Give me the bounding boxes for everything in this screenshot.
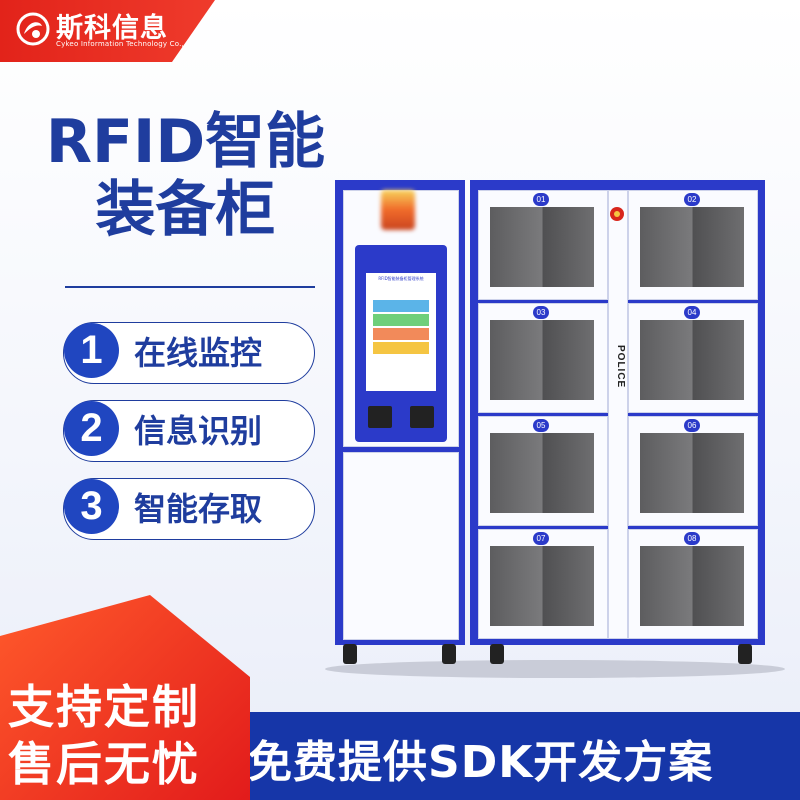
- feature-item: 3 智能存取: [63, 478, 315, 540]
- compartment-number: 02: [684, 193, 700, 206]
- compartment-window: [640, 433, 744, 513]
- brand-logo: 斯科信息 Cykeo Information Technology Co., L…: [0, 0, 215, 62]
- emblem-blurred: [381, 190, 415, 230]
- brand-subtitle: Cykeo Information Technology Co., Ltd.: [56, 40, 201, 48]
- caster: [442, 644, 456, 664]
- compartment-number: 08: [684, 532, 700, 545]
- police-label: POLICE: [615, 345, 626, 389]
- feature-label: 信息识别: [134, 412, 263, 450]
- compartment-number: 01: [533, 193, 549, 206]
- caster: [738, 644, 752, 664]
- caster: [343, 644, 357, 664]
- card-reader: [368, 406, 392, 428]
- promo-line2: 售后无忧: [8, 737, 200, 791]
- compartment-window: [490, 320, 594, 400]
- feature-label: 在线监控: [134, 334, 263, 372]
- promo-line1: 支持定制: [8, 680, 200, 734]
- title-divider: [65, 286, 315, 288]
- compartment-window: [490, 433, 594, 513]
- screen-title: RFID智能装备柜管理系统: [378, 276, 424, 281]
- compartment-window: [640, 207, 744, 287]
- screen-tile: [373, 342, 429, 354]
- screen-tile: [373, 300, 429, 312]
- compartment-window: [490, 546, 594, 626]
- compartment-number: 04: [684, 306, 700, 319]
- center-strip: [608, 190, 628, 639]
- feature-label: 智能存取: [134, 490, 263, 528]
- feature-number: 1: [64, 323, 119, 378]
- cabinet-lower-door: [343, 452, 459, 640]
- compartment-window: [640, 546, 744, 626]
- banner-text: 免费提供SDK开发方案: [248, 737, 714, 788]
- brand-name: 斯科信息: [56, 13, 168, 44]
- compartment-window: [490, 207, 594, 287]
- feature-number: 2: [64, 401, 119, 456]
- scanner: [410, 406, 434, 428]
- product-title-line2: 装备柜: [95, 175, 276, 245]
- feature-item: 1 在线监控: [63, 322, 315, 384]
- brand-swirl-icon: [16, 12, 50, 46]
- compartment-number: 03: [533, 306, 549, 319]
- screen-tile: [373, 314, 429, 326]
- compartment-number: 07: [533, 532, 549, 545]
- product-title-line1: RFID智能: [45, 107, 326, 177]
- screen-tile: [373, 328, 429, 340]
- caster: [490, 644, 504, 664]
- feature-number: 3: [64, 479, 119, 534]
- compartment-number: 06: [684, 419, 700, 432]
- compartment-number: 05: [533, 419, 549, 432]
- feature-item: 2 信息识别: [63, 400, 315, 462]
- compartment-window: [640, 320, 744, 400]
- cabinet-shadow: [325, 660, 785, 678]
- police-emblem-icon: [610, 207, 624, 221]
